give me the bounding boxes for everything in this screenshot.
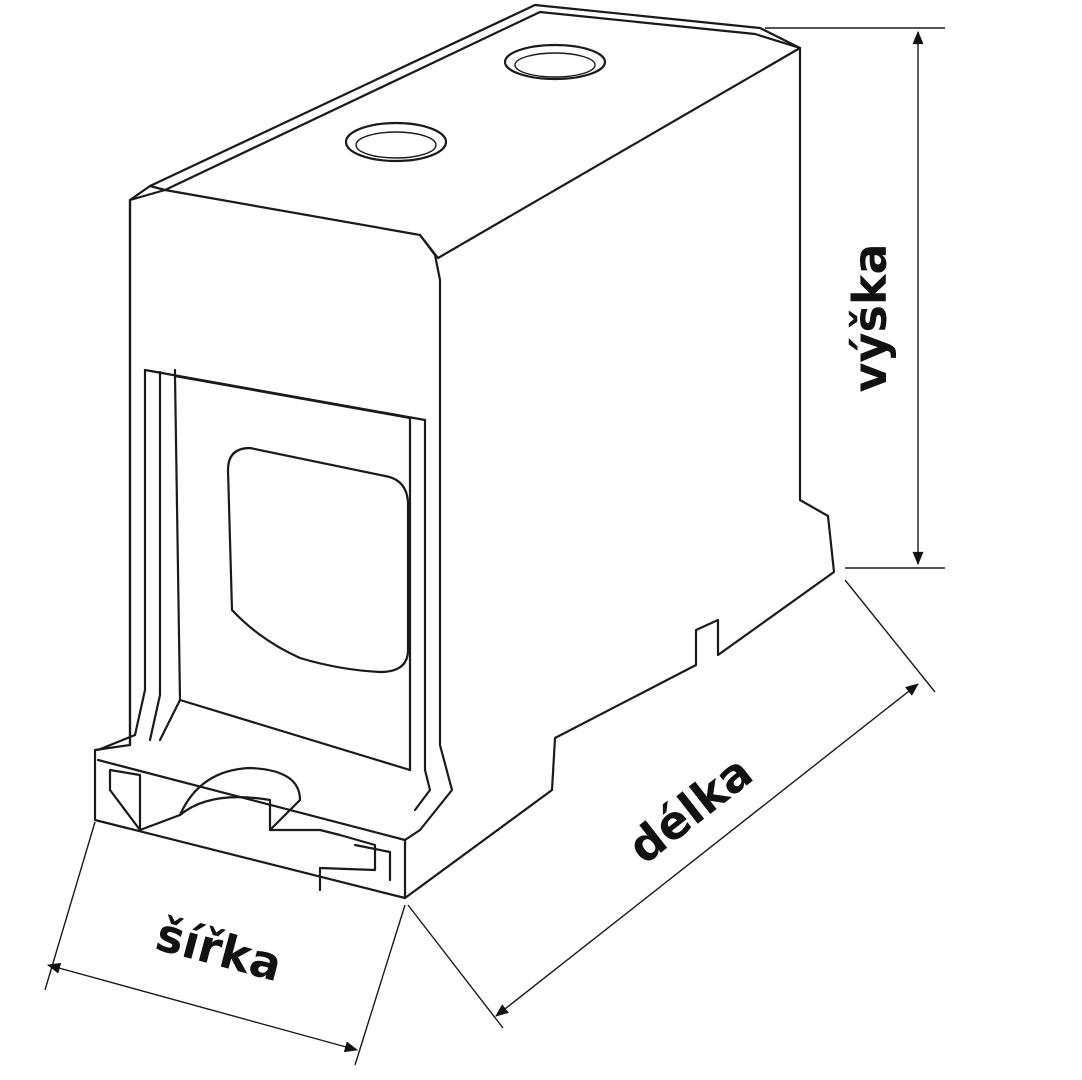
length-dimension: délka bbox=[407, 579, 936, 1029]
terminal-block-body bbox=[93, 3, 836, 900]
width-label: šířka bbox=[151, 907, 288, 992]
height-label: výška bbox=[843, 244, 897, 393]
height-dimension: výška bbox=[765, 27, 945, 569]
width-dimension: šířka bbox=[44, 821, 406, 1066]
length-label: délka bbox=[618, 745, 763, 875]
